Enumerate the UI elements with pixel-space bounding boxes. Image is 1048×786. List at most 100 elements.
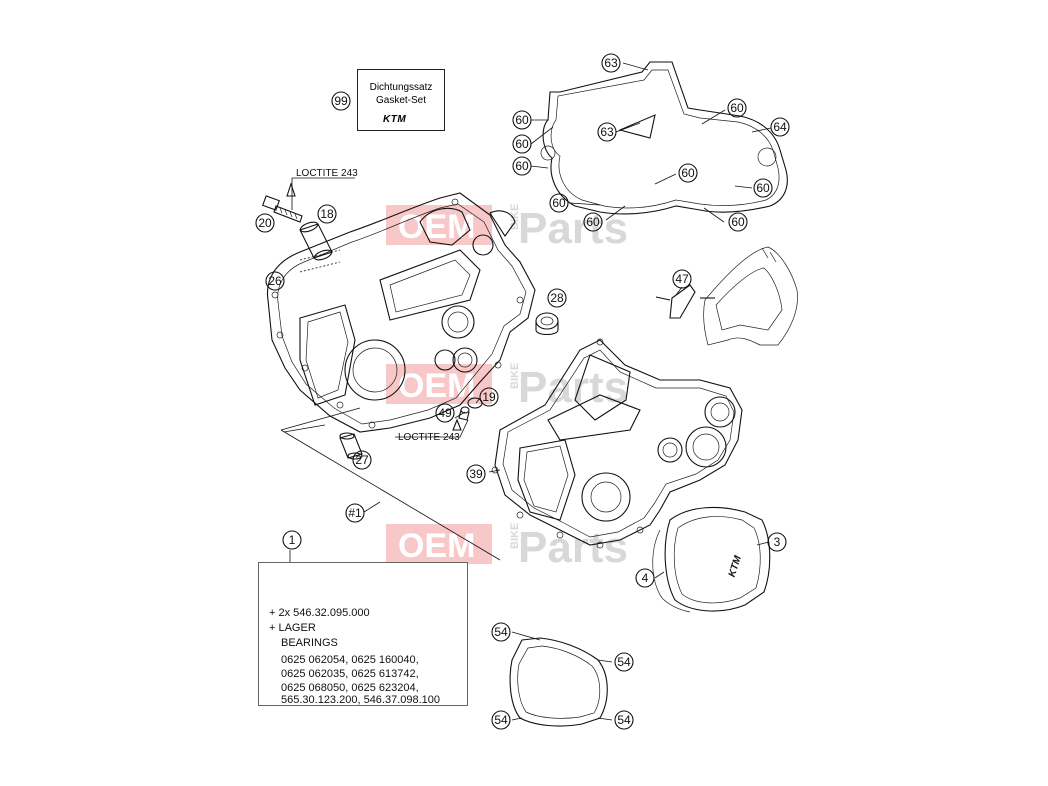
- svg-text:60: 60: [515, 137, 529, 151]
- svg-text:39: 39: [469, 467, 483, 481]
- callout-28: 28: [547, 288, 567, 308]
- callout-54-a: 54: [491, 622, 511, 642]
- watermark-right-text: Parts: [518, 363, 628, 412]
- ignition-gasket-54: [509, 637, 608, 727]
- callout-20: 20: [255, 213, 275, 233]
- panel-line-6: 0625 068050, 0625 623204,: [281, 682, 419, 694]
- panel-line-3: BEARINGS: [281, 637, 338, 649]
- svg-text:27: 27: [355, 453, 369, 467]
- callout-47: 47: [672, 269, 692, 289]
- small-parts: KTM: [262, 195, 798, 727]
- svg-text:54: 54: [494, 713, 508, 727]
- clutch-cover-gasket: [540, 61, 788, 215]
- watermark-left-text: OEM: [398, 367, 475, 405]
- svg-text:60: 60: [586, 215, 600, 229]
- callout-54-c: 54: [491, 710, 511, 730]
- loctite-note-mid: LOCTITE 243: [398, 432, 460, 443]
- svg-text:60: 60: [731, 215, 745, 229]
- callout-64: 64: [770, 117, 790, 137]
- svg-text:60: 60: [515, 159, 529, 173]
- callout-63-mid: 63: [597, 122, 617, 142]
- crankcase-info-panel: + 2x 546.32.095.000 + LAGER BEARINGS 062…: [258, 562, 468, 706]
- leader-lines: [289, 62, 772, 721]
- ignition-cover-3: KTM: [664, 506, 771, 612]
- svg-text:54: 54: [494, 625, 508, 639]
- callout-60-i: 60: [728, 212, 748, 232]
- ignition-cover-gasket-4: [652, 529, 691, 613]
- chain-guide-47: [655, 246, 798, 346]
- callout-60-g: 60: [549, 193, 569, 213]
- gasket-set-line1: Dichtungssatz: [369, 82, 433, 93]
- panel-line-1: + 2x 546.32.095.000: [269, 607, 370, 619]
- svg-text:26: 26: [268, 274, 282, 288]
- sleeve-27: [339, 432, 363, 460]
- svg-text:18: 18: [320, 207, 334, 221]
- watermark-mid-text: BIKE: [509, 523, 521, 549]
- callout-19: 19: [479, 387, 499, 407]
- loctite-notes: LOCTITE 243 LOCTITE 243: [286, 168, 462, 443]
- watermark-right-text: Parts: [518, 204, 628, 253]
- callout-18: 18: [317, 204, 337, 224]
- svg-text:63: 63: [600, 125, 614, 139]
- svg-text:49: 49: [438, 406, 452, 420]
- callout-99: 99: [331, 91, 351, 111]
- callout-27: 27: [352, 450, 372, 470]
- svg-text:60: 60: [515, 113, 529, 127]
- right-crankcase-half: [491, 338, 743, 549]
- callout-4: 4: [635, 568, 655, 588]
- callout-63-top: 63: [601, 53, 621, 73]
- svg-text:99: 99: [334, 94, 348, 108]
- watermark-mid-text: BIKE: [509, 363, 521, 389]
- svg-text:28: 28: [550, 291, 564, 305]
- watermark-left-text: OEM: [398, 527, 475, 565]
- warning-triangle-icon: [452, 418, 462, 431]
- callout-3: 3: [767, 532, 787, 552]
- watermark-mid-text: BIKE: [509, 204, 521, 230]
- svg-text:60: 60: [730, 101, 744, 115]
- svg-text:20: 20: [258, 216, 272, 230]
- svg-text:19: 19: [482, 390, 496, 404]
- watermark-right-text: Parts: [518, 523, 628, 572]
- svg-text:#1: #1: [348, 506, 362, 520]
- callout-60-h: 60: [583, 212, 603, 232]
- watermark-bottom: OEM BIKE Parts: [386, 523, 628, 572]
- svg-text:60: 60: [681, 166, 695, 180]
- svg-text:54: 54: [617, 655, 631, 669]
- gasket-set-box: Dichtungssatz Gasket-Set KTM: [357, 69, 445, 131]
- callouts: 99 63 63 60 60 60 60 64 60 60 60 60 60 2…: [255, 53, 790, 730]
- svg-text:3: 3: [774, 535, 781, 549]
- callout-54-b: 54: [614, 652, 634, 672]
- cover-logo-text: KTM: [727, 554, 744, 579]
- callout-60-b: 60: [512, 134, 532, 154]
- bolt-20: [262, 195, 303, 223]
- svg-text:63: 63: [604, 56, 618, 70]
- callout-1: 1: [282, 530, 302, 550]
- seal-28: [535, 312, 559, 336]
- svg-text:1: 1: [289, 533, 296, 547]
- callout-60-f: 60: [753, 178, 773, 198]
- svg-text:4: 4: [642, 571, 649, 585]
- callout-54-d: 54: [614, 710, 634, 730]
- svg-text:60: 60: [552, 196, 566, 210]
- left-crankcase-half: [266, 192, 536, 433]
- watermark-middle: OEM BIKE Parts: [386, 363, 628, 412]
- dowel-49: [458, 406, 470, 421]
- panel-line-4: 0625 062054, 0625 160040,: [281, 654, 419, 666]
- callout-60-c: 60: [512, 156, 532, 176]
- callout-26: 26: [265, 271, 285, 291]
- svg-text:47: 47: [675, 272, 689, 286]
- callout-39: 39: [466, 464, 486, 484]
- callout-49: 49: [435, 403, 455, 423]
- warning-triangle-icon: [286, 182, 296, 197]
- panel-line-7: 565.30.123.200, 546.37.098.100: [281, 694, 441, 706]
- panel-line-5: 0625 062035, 0625 613742,: [281, 668, 419, 680]
- panel-line-2: + LAGER: [269, 622, 316, 634]
- svg-text:64: 64: [773, 120, 787, 134]
- callout-60-e: 60: [678, 163, 698, 183]
- callout-1-ref: #1: [345, 503, 365, 523]
- callout-60-a: 60: [512, 110, 532, 130]
- callout-60-d: 60: [727, 98, 747, 118]
- watermark-left-text: OEM: [398, 208, 475, 246]
- loctite-note-top: LOCTITE 243: [296, 168, 358, 179]
